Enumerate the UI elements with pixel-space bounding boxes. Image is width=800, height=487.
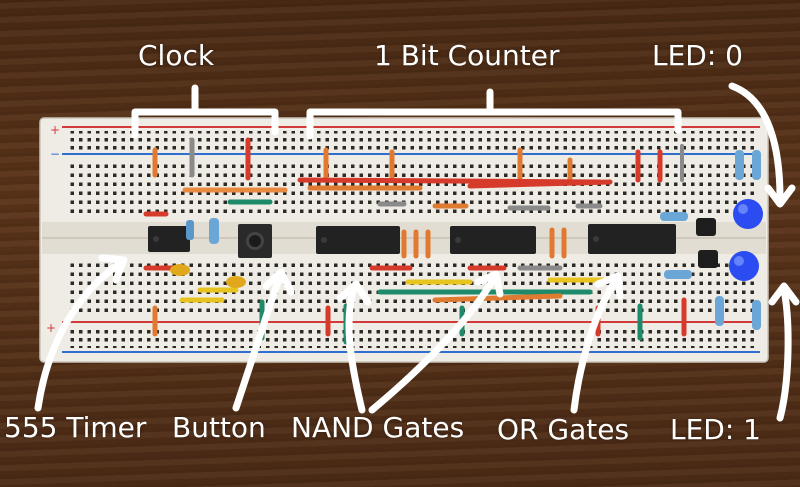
label-counter: 1 Bit Counter <box>374 39 560 72</box>
counter-bracket <box>306 88 682 140</box>
passive-components <box>170 150 761 330</box>
svg-text:+: + <box>50 123 60 137</box>
clock-bracket <box>131 84 279 139</box>
annotation-overlays <box>34 82 800 422</box>
button-arrow <box>232 272 284 412</box>
jumper-wires <box>143 137 687 345</box>
led1-arrow <box>776 286 792 422</box>
label-clock: Clock <box>138 39 215 72</box>
svg-text:−: − <box>50 147 60 161</box>
label-nand-gates: NAND Gates <box>291 411 465 444</box>
nand-arrow-1 <box>345 284 366 414</box>
led-lights <box>729 199 763 281</box>
label-button: Button <box>172 411 266 444</box>
label-555-timer: 555 Timer <box>4 411 147 444</box>
push-button <box>238 224 272 258</box>
svg-text:+: + <box>46 321 56 335</box>
led0-arrow <box>728 82 784 202</box>
or-arrow <box>570 276 620 414</box>
label-or-gates: OR Gates <box>497 413 630 446</box>
timer-arrow <box>34 258 126 412</box>
ic-chips <box>148 224 676 254</box>
label-led-0: LED: 0 <box>652 39 743 72</box>
nand-arrow-2 <box>368 274 498 414</box>
label-led-1: LED: 1 <box>670 413 761 446</box>
